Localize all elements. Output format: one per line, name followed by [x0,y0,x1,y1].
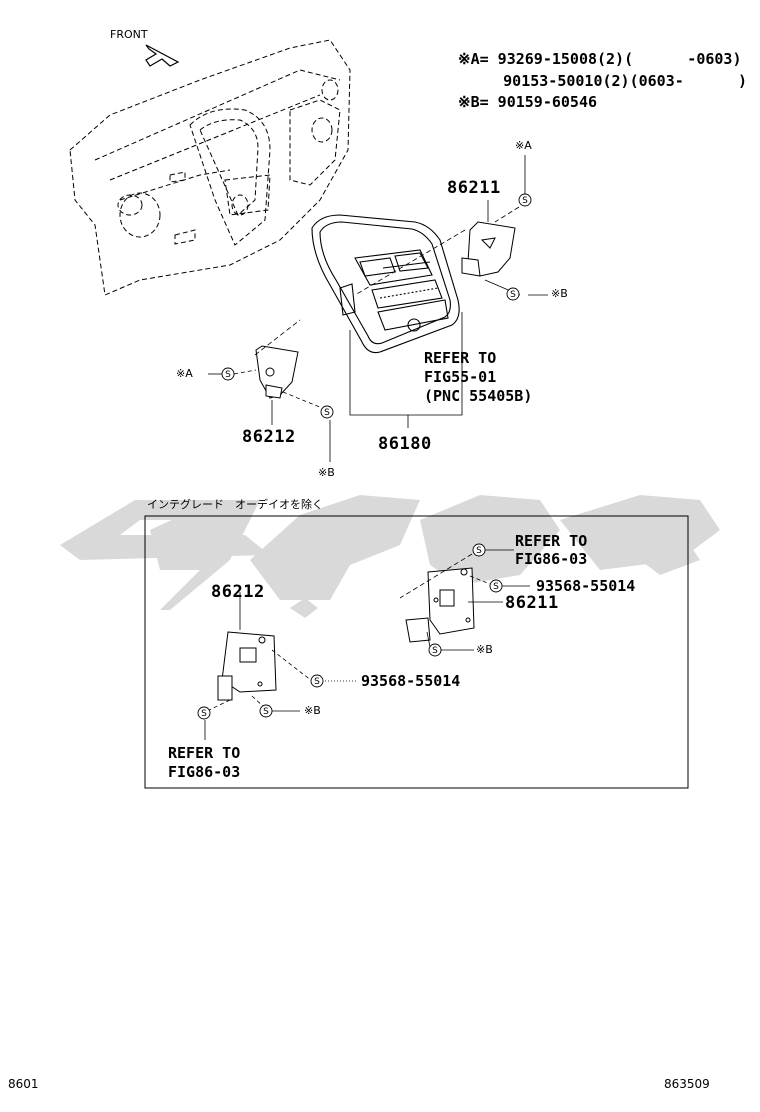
svg-text:S: S [263,707,269,717]
svg-text:S: S [225,370,231,380]
inset-refer-bottom-line2: FIG86-03 [168,763,241,781]
mark-b-bottom: ※B [318,466,335,479]
svg-text:S: S [522,196,528,206]
screw-s-icon: S S S S [221,193,532,419]
bracket-86212-top [255,345,299,399]
mark-b-right: ※B [551,287,568,300]
inset-refer-top-line2: FIG86-03 [515,550,588,568]
inset-callout-86211: 86211 [505,593,559,613]
svg-text:S: S [493,582,499,592]
leader-lines-top [208,155,548,462]
svg-text:S: S [432,646,438,656]
inset-bracket-86212 [217,631,277,701]
footer-right-code: 863509 [664,1077,710,1091]
note-b-line: ※B= 90159-60546 [458,93,597,111]
svg-text:S: S [201,709,207,719]
svg-text:S: S [510,290,516,300]
inset-refer-bottom-line1: REFER TO [168,744,241,762]
refer-fig55-line2: FIG55-01 [424,368,497,386]
note-a-line2: 90153-50010(2)(0603- ) [458,72,747,90]
mark-a-top: ※A [515,139,532,152]
callout-86180: 86180 [378,434,432,454]
inset-mark-b-left: ※B [304,704,321,717]
watermark-logo [60,495,720,618]
refer-fig55-line1: REFER TO [424,349,497,367]
inset-bracket-86211 [405,567,475,643]
svg-text:S: S [476,546,482,556]
callout-86212-top: 86212 [242,427,296,447]
note-a-line1: ※A= 93269-15008(2)( -0603) [458,50,742,68]
front-arrow-icon [145,44,180,67]
inset-93568-left: 93568-55014 [361,672,461,690]
refer-fig55-line3: (PNC 55405B) [424,387,533,405]
center-cluster-86180 [311,214,460,354]
inset-refer-top-line1: REFER TO [515,532,588,550]
inset-callout-86212: 86212 [211,582,265,602]
dashboard-outline [69,39,351,296]
inset-mark-b-right: ※B [476,643,493,656]
inset-frame [144,515,689,789]
front-label: FRONT [110,28,148,41]
svg-text:S: S [314,677,320,687]
inset-title: インテグレード オーデイオを除く [147,498,323,511]
callout-86211-top: 86211 [447,178,501,198]
inset-93568-right: 93568-55014 [536,577,636,595]
svg-text:S: S [324,408,330,418]
bracket-86211-top [461,221,516,277]
mark-a-left: ※A [176,367,193,380]
footer-left-code: 8601 [8,1077,39,1091]
screw-s-icon: S S S S S S [197,543,503,720]
